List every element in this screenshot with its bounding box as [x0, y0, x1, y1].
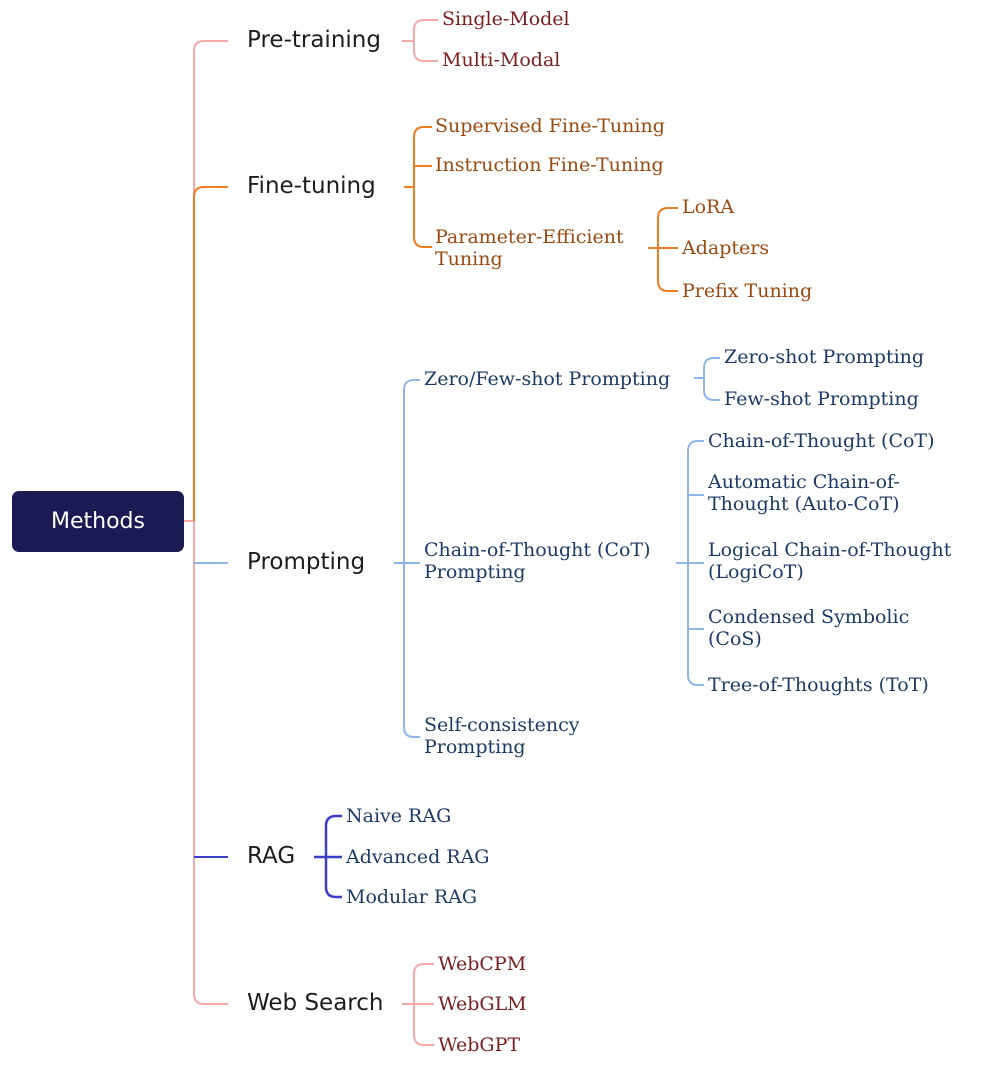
node-parameter-efficient-tuning: Parameter-Efficient Tuning [435, 226, 624, 271]
zfs-bracket [694, 357, 720, 401]
spine-upper [193, 40, 228, 521]
websearch-bracket [402, 963, 434, 1046]
finetuning-bracket [404, 126, 432, 248]
pretraining-bracket [402, 19, 438, 62]
node-auto-cot: Automatic Chain-of- Thought (Auto-CoT) [708, 471, 900, 516]
node-few-shot-prompting: Few-shot Prompting [724, 388, 919, 410]
node-modular-rag: Modular RAG [346, 886, 478, 908]
node-advanced-rag: Advanced RAG [346, 846, 490, 868]
node-zero-few-shot-prompting: Zero/Few-shot Prompting [424, 368, 671, 390]
node-multi-modal: Multi-Modal [442, 49, 561, 71]
node-tree-of-thoughts: Tree-of-Thoughts (ToT) [708, 674, 929, 696]
branch-pretraining: Pre-training [247, 27, 381, 53]
pet-bracket [648, 207, 678, 292]
link-finetuning [193, 186, 228, 521]
branch-websearch: Web Search [247, 990, 384, 1016]
node-instruction-fine-tuning: Instruction Fine-Tuning [435, 154, 664, 176]
node-webgpt: WebGPT [438, 1034, 521, 1056]
branch-rag: RAG [247, 843, 296, 869]
node-chain-of-thought: Chain-of-Thought (CoT) [708, 430, 935, 452]
node-cos: Condensed Symbolic (CoS) [708, 606, 910, 651]
node-webcpm: WebCPM [438, 953, 527, 975]
prompting-bracket [394, 379, 420, 738]
node-logicot: Logical Chain-of-Thought (LogiCoT) [708, 539, 952, 584]
node-prefix-tuning: Prefix Tuning [682, 280, 813, 302]
node-single-model: Single-Model [442, 8, 570, 30]
node-supervised-fine-tuning: Supervised Fine-Tuning [435, 115, 665, 137]
spine-lower [193, 521, 228, 1005]
node-lora: LoRA [682, 196, 735, 218]
branch-prompting: Prompting [247, 549, 366, 575]
root-node-methods: Methods [12, 491, 184, 552]
rag-bracket [314, 814, 342, 899]
node-cot-prompting: Chain-of-Thought (CoT) Prompting [424, 539, 651, 584]
branch-finetuning: Fine-tuning [247, 173, 376, 199]
cot-bracket [676, 440, 704, 686]
node-adapters: Adapters [682, 237, 770, 259]
node-self-consistency-prompting: Self-consistency Prompting [424, 714, 580, 759]
node-zero-shot-prompting: Zero-shot Prompting [724, 346, 925, 368]
node-webglm: WebGLM [438, 993, 527, 1015]
node-naive-rag: Naive RAG [346, 805, 452, 827]
root-label: Methods [51, 509, 145, 534]
